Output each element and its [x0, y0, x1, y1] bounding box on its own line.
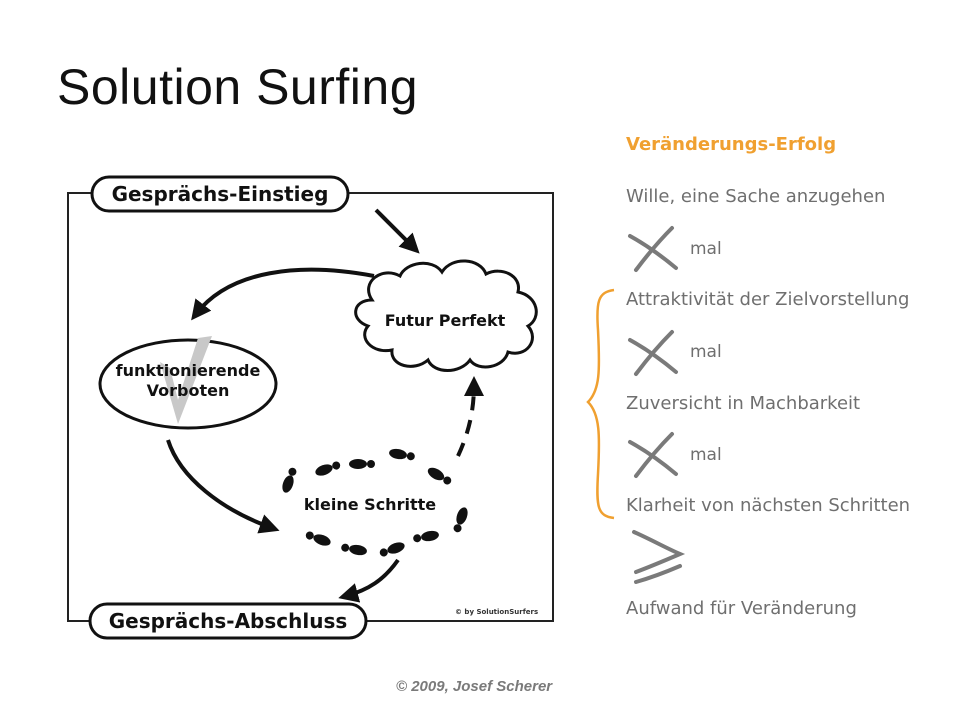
signs-label-line2: Vorboten — [147, 381, 230, 400]
page-title: Solution Surfing — [57, 59, 419, 115]
orange-brace — [586, 288, 615, 520]
start-label: Gesprächs-Einstieg — [112, 182, 329, 206]
end-label: Gesprächs-Abschluss — [109, 609, 348, 633]
flow-arrows — [166, 208, 484, 603]
arrow-steps-to-cloud — [456, 376, 484, 457]
factor-attractiveness: Attraktivität der Zielvorstellung — [626, 289, 910, 310]
factor-will: Wille, eine Sache anzugehen — [626, 186, 886, 207]
start-node: Gesprächs-Einstieg — [90, 175, 350, 213]
multiply-label-2: mal — [690, 342, 722, 362]
arrow-steps-to-end — [338, 558, 400, 603]
x-mark-icon — [628, 432, 678, 478]
multiply-label-3: mal — [690, 445, 722, 465]
formula-heading: Veränderungs-Erfolg — [626, 134, 837, 155]
end-node: Gesprächs-Abschluss — [88, 602, 368, 640]
footer-copyright: © 2009, Josef Scherer — [396, 678, 553, 695]
multiply-label-1: mal — [690, 239, 722, 259]
arrow-signs-to-steps — [166, 439, 280, 534]
check-icon — [160, 336, 212, 424]
steps-label: kleine Schritte — [304, 495, 436, 514]
factor-clarity: Klarheit von nächsten Schritten — [626, 495, 911, 516]
factor-confidence: Zuversicht in Machbarkeit — [626, 393, 861, 414]
greater-equal-icon — [632, 530, 686, 584]
signs-label-line1: funktionierende — [116, 361, 261, 380]
x-mark-icon — [628, 226, 678, 272]
formula-result: Aufwand für Veränderung — [626, 598, 857, 619]
arrow-start-to-cloud — [374, 208, 420, 254]
diagram-copyright: © by SolutionSurfers — [455, 608, 538, 616]
future-cloud: Futur Perfekt — [354, 259, 538, 372]
signs-ellipse: funktionierende Vorboten — [98, 336, 278, 430]
future-label: Futur Perfekt — [385, 311, 506, 330]
x-mark-icon — [628, 330, 678, 376]
right-marks — [628, 226, 686, 584]
arrow-cloud-to-signs — [191, 267, 375, 321]
